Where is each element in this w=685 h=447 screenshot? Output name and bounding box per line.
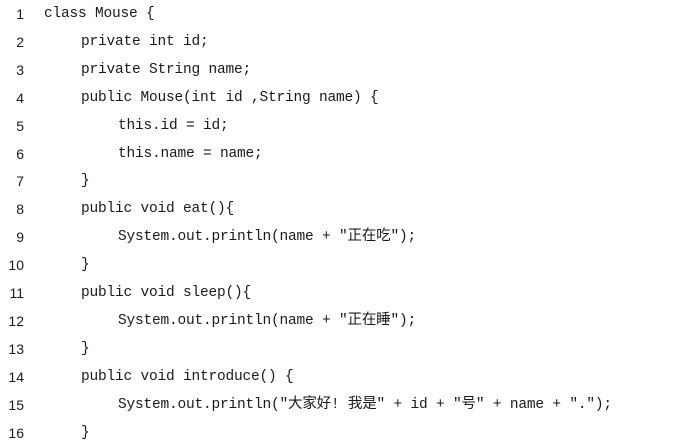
- line-code: }: [81, 340, 90, 357]
- code-line: 1 class Mouse {: [0, 0, 685, 28]
- code-line: 9 System.out.println(name + "正在吃");: [0, 223, 685, 251]
- line-number: 8: [16, 201, 24, 218]
- line-number: 3: [16, 61, 24, 78]
- line-code: System.out.println(name + "正在吃");: [118, 229, 416, 246]
- code-line: 10}: [0, 251, 685, 279]
- line-number: 16: [8, 424, 24, 441]
- line-number: 7: [16, 173, 24, 190]
- code-line: 8 public void eat(){: [0, 195, 685, 223]
- line-number: 12: [8, 312, 24, 329]
- code-line: 2 private int id;: [0, 28, 685, 56]
- line-code: public void eat(){: [81, 201, 235, 218]
- line-number: 9: [16, 229, 24, 246]
- line-code: System.out.println(name + "正在睡");: [118, 312, 416, 329]
- code-line: 4 public Mouse(int id ,String name) {: [0, 84, 685, 112]
- line-code: }: [81, 257, 90, 274]
- line-number: 14: [8, 368, 24, 385]
- line-code: this.id = id;: [118, 117, 229, 134]
- code-line: 11 public void sleep(){: [0, 279, 685, 307]
- line-code: System.out.println("大家好! 我是" + id + "号" …: [118, 396, 612, 413]
- code-line: 12 System.out.println(name + "正在睡");: [0, 307, 685, 335]
- line-code: }: [81, 424, 90, 441]
- line-number: 6: [16, 145, 24, 162]
- line-code: public void sleep(){: [81, 285, 252, 301]
- code-line: 5 this.id = id;: [0, 112, 685, 140]
- code-line: 3 private String name;: [0, 56, 685, 84]
- line-number: 15: [8, 396, 24, 413]
- code-line: 6 this.name = name;: [0, 140, 685, 168]
- line-code: private String name;: [81, 61, 252, 78]
- line-code: class Mouse {: [44, 6, 155, 22]
- line-number: 11: [9, 285, 24, 301]
- line-code: }: [81, 173, 90, 190]
- code-line: 14 public void introduce() {: [0, 363, 685, 391]
- line-code: private int id;: [81, 33, 209, 50]
- line-number: 13: [8, 340, 24, 357]
- line-code: public Mouse(int id ,String name) {: [81, 89, 379, 106]
- code-line: 13}: [0, 335, 685, 363]
- line-number: 1: [16, 6, 24, 22]
- line-number: 4: [16, 89, 24, 106]
- line-number: 2: [16, 33, 24, 50]
- line-number: 5: [16, 117, 24, 134]
- line-number: 10: [8, 257, 24, 274]
- line-code: this.name = name;: [118, 145, 263, 162]
- code-line: 15 System.out.println("大家好! 我是" + id + "号…: [0, 391, 685, 419]
- line-code: public void introduce() {: [81, 368, 294, 385]
- code-line: 7}: [0, 167, 685, 195]
- code-line: 16}: [0, 419, 685, 447]
